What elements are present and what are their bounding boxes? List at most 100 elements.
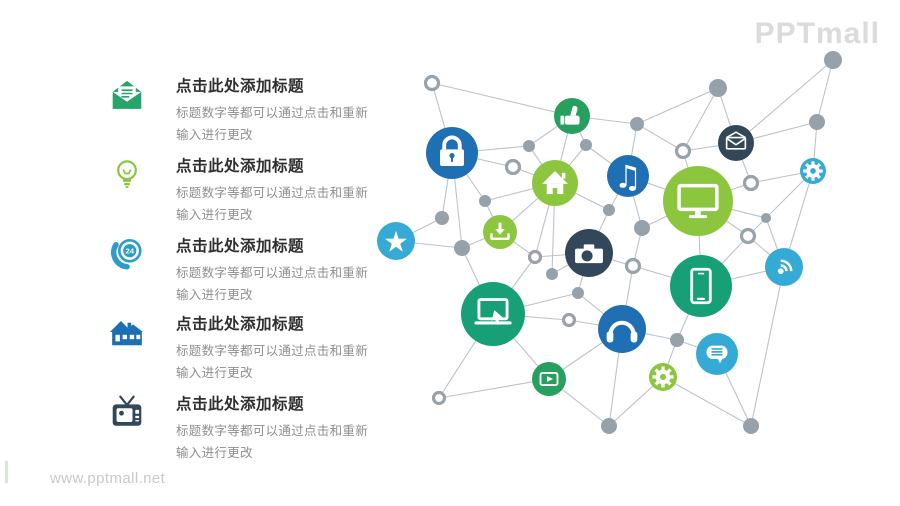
house-icon bbox=[109, 315, 147, 349]
item-desc-line: 标题数字等都可以通过点击和重新 bbox=[176, 424, 369, 438]
node-r4 bbox=[742, 174, 760, 192]
node-d17 bbox=[761, 213, 771, 223]
item-desc-line: 输入进行更改 bbox=[176, 288, 253, 302]
phone-24-icon: 24 bbox=[109, 237, 147, 271]
item-desc-line: 输入进行更改 bbox=[176, 446, 253, 460]
item-desc-line: 标题数字等都可以通过点击和重新 bbox=[176, 266, 369, 280]
music-note-icon: ♫ bbox=[614, 159, 642, 195]
node-d12 bbox=[546, 268, 558, 280]
gear-icon bbox=[652, 366, 674, 388]
list-item: 点击此处添加标题 标题数字等都可以通过点击和重新输入进行更改 bbox=[109, 392, 389, 464]
node-house bbox=[532, 160, 578, 206]
node-gearTeal bbox=[800, 158, 826, 184]
node-d11 bbox=[634, 220, 650, 236]
star-icon: ★ bbox=[383, 225, 409, 258]
node-d3 bbox=[809, 114, 825, 130]
tv-icon bbox=[109, 395, 147, 429]
node-thumbs bbox=[554, 98, 590, 134]
laptop-icon bbox=[474, 298, 512, 325]
node-camera bbox=[565, 229, 613, 277]
node-monitor bbox=[663, 166, 733, 236]
smartphone-icon bbox=[690, 267, 712, 305]
svg-text:★: ★ bbox=[383, 225, 409, 258]
list-item: 24 点击此处添加标题 标题数字等都可以通过点击和重新输入进行更改 bbox=[109, 234, 389, 306]
list-item-text: 点击此处添加标题 标题数字等都可以通过点击和重新输入进行更改 bbox=[176, 234, 368, 306]
list-item-text: 点击此处添加标题 标题数字等都可以通过点击和重新输入进行更改 bbox=[176, 312, 368, 384]
item-title: 点击此处添加标题 bbox=[176, 316, 305, 333]
item-title: 点击此处添加标题 bbox=[176, 396, 305, 413]
node-lock bbox=[426, 127, 478, 179]
list-item: 点击此处添加标题 标题数字等都可以通过点击和重新输入进行更改 bbox=[109, 154, 389, 226]
tv-glyph bbox=[112, 395, 142, 426]
monitor-icon bbox=[677, 183, 719, 219]
node-d6 bbox=[523, 140, 535, 152]
list-item: 点击此处添加标题 标题数字等都可以通过点击和重新输入进行更改 bbox=[109, 312, 389, 384]
list-item-text: 点击此处添加标题 标题数字等都可以通过点击和重新输入进行更改 bbox=[176, 392, 368, 464]
envelope-open-glyph bbox=[112, 80, 142, 109]
home-icon bbox=[542, 171, 568, 195]
node-r6 bbox=[624, 257, 642, 275]
node-d2 bbox=[824, 51, 842, 69]
wifi-icon bbox=[777, 259, 793, 275]
item-desc-line: 标题数字等都可以通过点击和重新 bbox=[176, 186, 369, 200]
download-icon bbox=[490, 222, 510, 240]
left-edge-mark bbox=[5, 461, 8, 483]
node-r1 bbox=[423, 74, 441, 92]
item-desc-line: 输入进行更改 bbox=[176, 208, 253, 222]
item-title: 点击此处添加标题 bbox=[176, 78, 305, 95]
svg-text:♫: ♫ bbox=[614, 159, 642, 195]
house-glyph bbox=[109, 321, 143, 346]
node-d16 bbox=[743, 418, 759, 434]
list-item: 点击此处添加标题 标题数字等都可以通过点击和重新输入进行更改 bbox=[109, 74, 389, 146]
node-mail bbox=[718, 125, 754, 161]
node-d4 bbox=[630, 117, 644, 131]
item-desc-line: 标题数字等都可以通过点击和重新 bbox=[176, 344, 369, 358]
node-d10 bbox=[603, 204, 615, 216]
node-r5 bbox=[527, 249, 543, 265]
node-d15 bbox=[601, 418, 617, 434]
node-d9 bbox=[454, 240, 470, 256]
node-d8 bbox=[435, 211, 449, 225]
node-star: ★ bbox=[377, 222, 415, 260]
item-desc-line: 输入进行更改 bbox=[176, 128, 253, 142]
mail-icon bbox=[725, 131, 747, 150]
node-d5 bbox=[580, 139, 592, 151]
node-r2 bbox=[504, 158, 522, 176]
phone-24-glyph: 24 bbox=[110, 238, 142, 270]
item-title: 点击此处添加标题 bbox=[176, 238, 305, 255]
item-desc: 标题数字等都可以通过点击和重新输入进行更改 bbox=[176, 340, 368, 384]
node-gearGreen bbox=[649, 363, 677, 391]
node-wifi bbox=[765, 248, 803, 286]
item-desc-line: 标题数字等都可以通过点击和重新 bbox=[176, 106, 369, 120]
node-r7 bbox=[739, 227, 757, 245]
node-r9 bbox=[431, 390, 447, 406]
headphones-icon bbox=[606, 320, 638, 343]
lock-icon bbox=[440, 135, 464, 166]
svg-text:24: 24 bbox=[125, 246, 134, 255]
node-laptop bbox=[461, 282, 525, 346]
node-play bbox=[532, 362, 566, 396]
watermark-url: www.pptmall.net bbox=[50, 470, 166, 487]
gear-icon bbox=[803, 161, 823, 181]
node-music: ♫ bbox=[607, 155, 649, 197]
envelope-open-icon bbox=[109, 77, 147, 111]
item-desc: 标题数字等都可以通过点击和重新输入进行更改 bbox=[176, 420, 368, 464]
node-chat bbox=[696, 333, 738, 375]
node-phone bbox=[670, 255, 732, 317]
node-download bbox=[483, 215, 517, 249]
list-item-text: 点击此处添加标题 标题数字等都可以通过点击和重新输入进行更改 bbox=[176, 154, 368, 226]
item-desc: 标题数字等都可以通过点击和重新输入进行更改 bbox=[176, 182, 368, 226]
node-d7 bbox=[479, 195, 491, 207]
node-headphones bbox=[598, 305, 646, 353]
play-video-icon bbox=[539, 371, 559, 387]
node-d14 bbox=[670, 333, 684, 347]
pptmall-logo: PPTmall bbox=[754, 17, 880, 50]
node-r3 bbox=[674, 142, 692, 160]
item-desc: 标题数字等都可以通过点击和重新输入进行更改 bbox=[176, 262, 368, 306]
camera-icon bbox=[575, 244, 603, 264]
node-d1 bbox=[709, 79, 727, 97]
node-d13 bbox=[572, 287, 584, 299]
chat-bubble-icon bbox=[706, 345, 728, 364]
